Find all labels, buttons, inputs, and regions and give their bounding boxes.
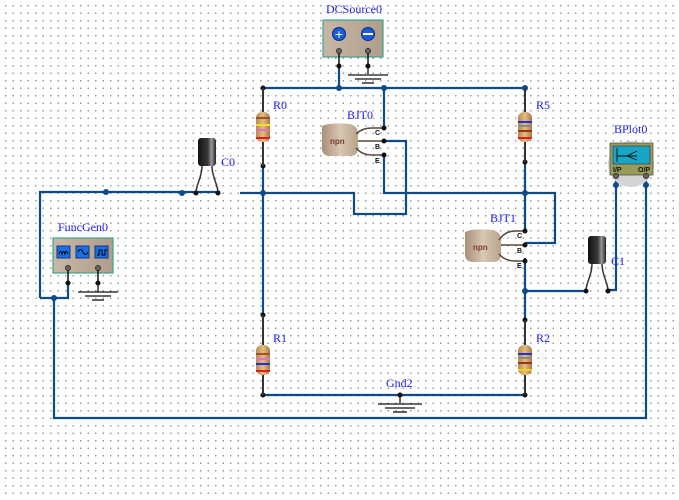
ground-gnd2[interactable] [378, 395, 422, 413]
wire-funcgen-out[interactable] [40, 283, 70, 300]
bjt0-type: npn [330, 137, 345, 146]
svg-text:+: + [334, 28, 343, 41]
ground-icon [348, 66, 388, 84]
c0-label: C0 [221, 155, 236, 169]
bjt1-pin-e: E [517, 263, 522, 270]
funcgen-label: FuncGen0 [58, 220, 108, 234]
bjt1-label: BJT1 [490, 211, 517, 225]
resistor-r1[interactable] [256, 315, 270, 395]
bplot-output-label: O/P [638, 167, 650, 174]
wire-c0-left[interactable] [38, 190, 220, 298]
resistor-r2[interactable] [518, 320, 532, 395]
wire-bottom-return[interactable] [52, 180, 648, 420]
bjt0-pin-c: C [375, 130, 380, 137]
bjt1-type: npn [473, 243, 488, 252]
wires [38, 66, 648, 420]
capacitor-c0[interactable] [193, 138, 221, 196]
plot-screen-icon [612, 145, 651, 165]
c1-label: C1 [611, 254, 626, 268]
wire-c0-right[interactable] [240, 139, 408, 216]
resistor-r5[interactable] [518, 88, 532, 162]
bplot-input-label: I/P [613, 167, 622, 174]
function-generator[interactable] [52, 237, 114, 286]
resistor-r0[interactable] [256, 88, 270, 166]
r2-label: R2 [536, 331, 551, 345]
capacitor-c1[interactable] [583, 236, 611, 294]
r1-label: R1 [273, 331, 288, 345]
r5-label: R5 [536, 98, 551, 112]
wire-bjt0-emitter[interactable] [382, 156, 557, 245]
dc-source[interactable]: + [322, 19, 384, 69]
gnd2-label: Gnd2 [386, 376, 413, 390]
bode-plotter[interactable]: I/P O/P [608, 141, 654, 187]
r0-label: R0 [273, 98, 288, 112]
bjt0-pin-b: B [375, 144, 380, 151]
transistor-bjt0[interactable]: C B E npn [322, 123, 387, 165]
bjt0-pin-e: E [375, 158, 380, 165]
plus-terminal-icon [332, 27, 346, 41]
bjt0-label: BJT0 [347, 108, 374, 122]
dcsource-label: DCSource0 [326, 2, 382, 16]
wire-c1-to-bplot[interactable] [609, 180, 618, 292]
bjt1-pin-b: B [517, 248, 522, 255]
funcgen-ground-icon [78, 283, 118, 301]
bplot-label: BPlot0 [614, 122, 648, 136]
bjt1-pin-c: C [517, 233, 522, 240]
junctions [51, 85, 649, 301]
transistor-bjt1[interactable]: C B E npn [465, 228, 528, 271]
